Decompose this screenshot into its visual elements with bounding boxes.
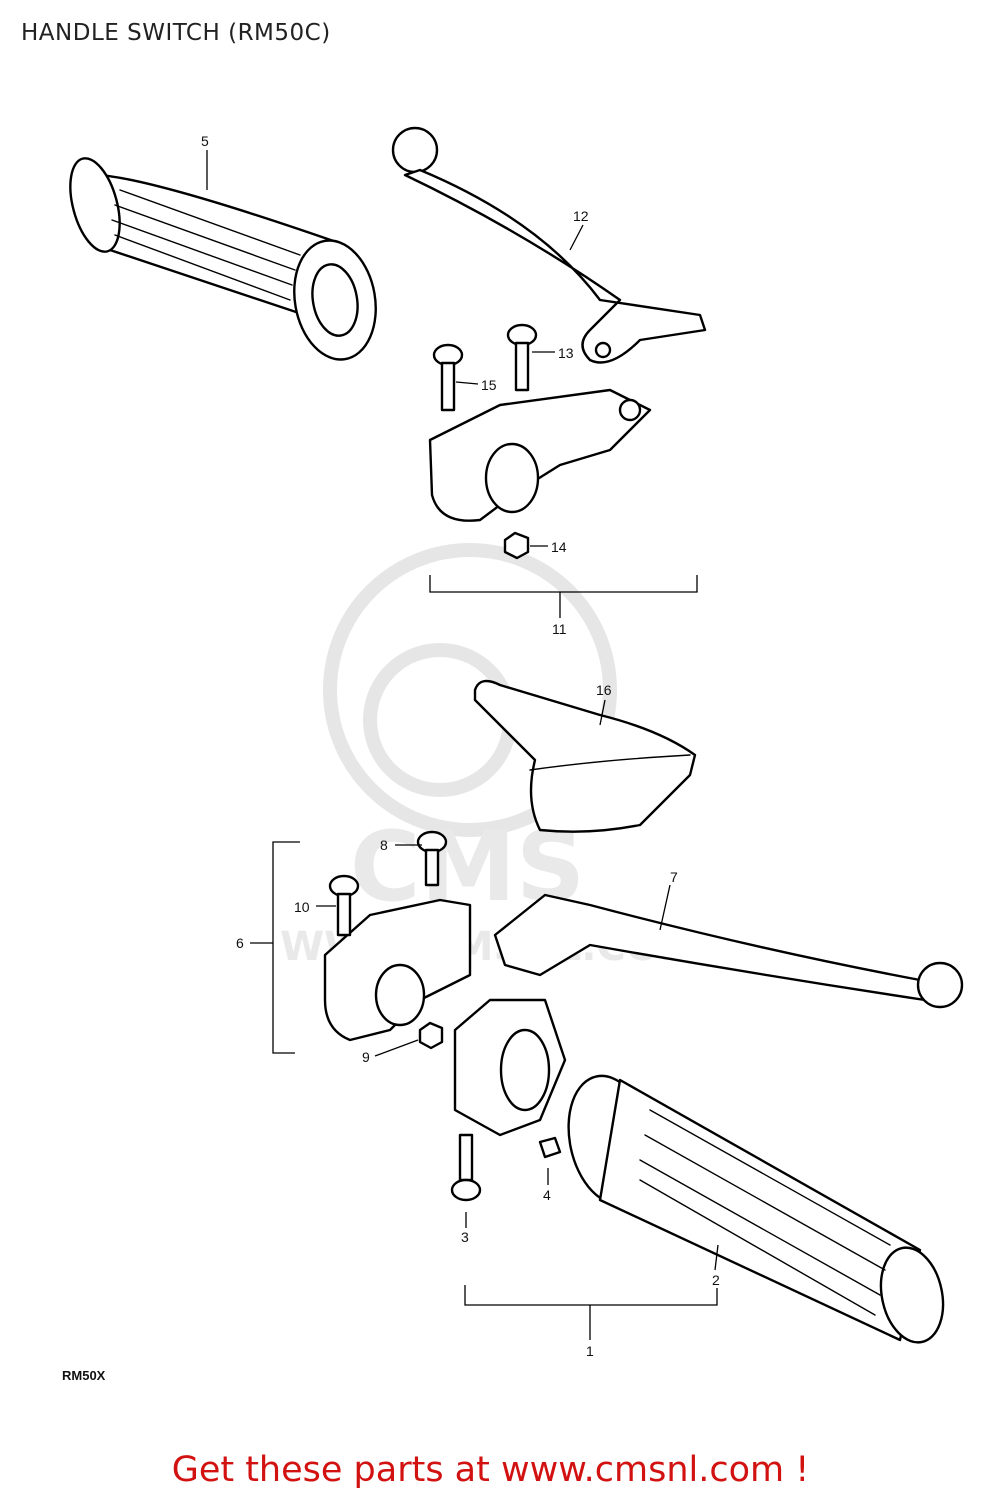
callout-2: 2 <box>712 1272 720 1288</box>
callout-6: 6 <box>236 935 244 951</box>
part-15-screw[interactable] <box>432 343 464 412</box>
part-13-screw[interactable] <box>506 323 538 392</box>
footer-link[interactable]: Get these parts at www.cmsnl.com ! <box>171 1450 810 1490</box>
part-12-clutch-lever[interactable] <box>391 126 707 364</box>
diagram-title: HANDLE SWITCH (RM50C) <box>21 20 331 46</box>
part-9-nut[interactable] <box>418 1021 444 1050</box>
callout-8: 8 <box>380 837 388 853</box>
callout-4: 4 <box>543 1187 551 1203</box>
callout-11: 11 <box>552 621 567 637</box>
part-7-brake-lever[interactable] <box>493 893 964 1009</box>
part-14-nut[interactable] <box>503 531 530 560</box>
callout-1: 1 <box>586 1343 594 1359</box>
callout-9: 9 <box>362 1049 370 1065</box>
callout-3: 3 <box>461 1229 469 1245</box>
callout-16: 16 <box>596 682 612 698</box>
part-8-screw[interactable] <box>416 830 448 887</box>
callout-13: 13 <box>558 345 574 361</box>
callout-14: 14 <box>551 539 567 555</box>
part-5-left-grip[interactable] <box>61 153 384 366</box>
part-throttle-housing[interactable] <box>453 998 567 1137</box>
part-3-screw[interactable] <box>450 1133 482 1202</box>
callout-12: 12 <box>573 208 589 224</box>
part-10-screw[interactable] <box>328 874 360 937</box>
model-code: RM50X <box>62 1368 106 1383</box>
callout-7: 7 <box>670 869 678 885</box>
callout-15: 15 <box>481 377 497 393</box>
callouts: 5 12 13 15 14 11 16 8 10 6 7 9 3 4 2 1 <box>201 133 720 1359</box>
callout-10: 10 <box>294 899 310 915</box>
part-16-lever-cover[interactable] <box>473 679 697 833</box>
part-11-lever-holder[interactable] <box>428 388 652 522</box>
callout-5: 5 <box>201 133 209 149</box>
part-4-collar[interactable] <box>538 1136 562 1159</box>
part-6-brake-holder[interactable] <box>323 898 472 1042</box>
leader-lines <box>206 150 719 1340</box>
part-2-throttle-grip[interactable] <box>557 1068 951 1348</box>
